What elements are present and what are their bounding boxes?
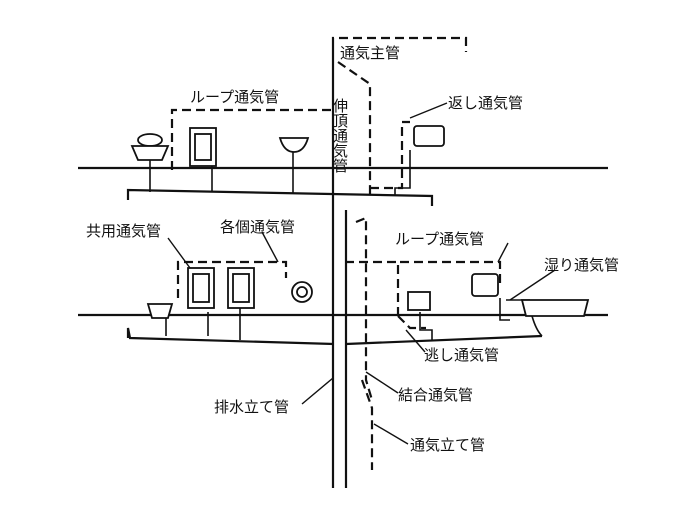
label-individual-vent: 各個通気管 — [220, 218, 295, 236]
label-stack-vent: 伸頂通気管 — [331, 98, 349, 173]
upper-drain-branch — [126, 188, 434, 206]
stack-vent-pipe — [337, 61, 372, 196]
relief-vent-leader — [405, 329, 426, 353]
upper-urinal — [189, 127, 217, 167]
lower-washbasin-round — [291, 281, 313, 303]
lower-loop-vent-pipe — [396, 260, 502, 316]
upper-sink-drain — [394, 150, 411, 196]
label-wet-vent: 湿り通気管 — [544, 256, 619, 274]
label-return-vent: 返し通気管 — [448, 94, 523, 112]
lower-urinal-1 — [187, 267, 215, 309]
lower-basin-drain — [499, 298, 510, 321]
label-common-vent: 共用通気管 — [86, 222, 161, 240]
label-drain-stack: 排水立て管 — [214, 398, 289, 416]
label-relief-vent: 逃し通気管 — [424, 346, 499, 364]
relief-vent-pipe — [397, 315, 426, 330]
return-vent-pipe — [370, 120, 410, 190]
vent-stack-pipe — [360, 379, 374, 470]
lower-urinal-2 — [227, 267, 255, 309]
label-loop-vent-lower: ループ通気管 — [395, 230, 484, 248]
main-vent-pipe — [331, 36, 468, 52]
lower-drain-right — [345, 334, 543, 346]
upper-water-closet — [130, 133, 170, 161]
lower-water-closet — [146, 303, 174, 319]
label-vent-stack: 通気立て管 — [410, 436, 485, 454]
label-loop-vent-upper: ループ通気管 — [190, 88, 279, 106]
yoke-vent-pipe — [355, 216, 374, 401]
upper-loop-vent-pipe — [170, 108, 332, 170]
lower-drain-branch — [126, 327, 335, 346]
lower-bathtub — [520, 299, 590, 337]
label-main-vent: 通気主管 — [340, 44, 400, 62]
common-vent-leader — [167, 237, 191, 269]
individual-vent-leader — [261, 231, 279, 263]
label-yoke-vent: 結合通気管 — [398, 386, 473, 404]
drain-stack-leader — [301, 377, 334, 405]
upper-sink — [413, 125, 445, 147]
loop-vent-lower-leader — [497, 242, 509, 263]
lower-tank — [407, 291, 431, 311]
common-individual-vent — [176, 260, 288, 298]
vent-stack-leader — [373, 423, 409, 445]
return-vent-leader — [409, 102, 448, 119]
yoke-vent-leader — [365, 371, 399, 394]
lower-washbasin — [471, 273, 499, 297]
upper-washbasin — [278, 137, 310, 153]
wet-vent-leader — [509, 269, 556, 301]
lower-tank-drain — [419, 312, 433, 340]
